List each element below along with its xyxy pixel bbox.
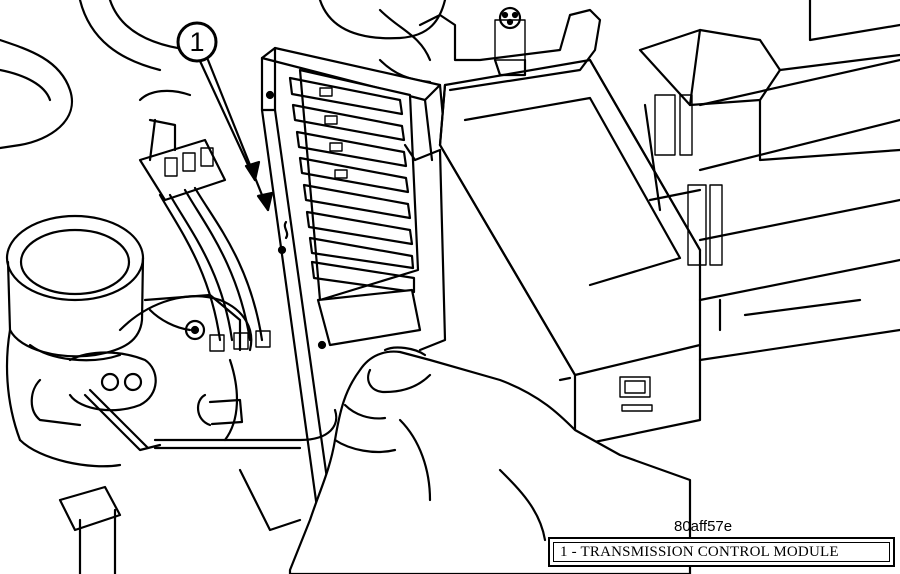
legend: 1 - TRANSMISSION CONTROL MODULE bbox=[548, 537, 895, 567]
engine-bay-background bbox=[0, 0, 447, 150]
callout-leader bbox=[176, 21, 274, 212]
wiring-connector bbox=[138, 118, 271, 352]
mounting-bracket bbox=[403, 143, 447, 352]
technician-hand bbox=[288, 346, 692, 574]
relay-bank bbox=[638, 0, 900, 362]
lower-bracket bbox=[58, 468, 302, 574]
throttle-body bbox=[5, 214, 338, 468]
figure-code: 80aff57e bbox=[674, 518, 733, 535]
callout-number: 1 bbox=[189, 27, 205, 57]
legend-item-1: 1 - TRANSMISSION CONTROL MODULE bbox=[553, 542, 890, 562]
power-distribution-center bbox=[438, 58, 702, 447]
battery-hold-down bbox=[418, 6, 602, 92]
transmission-control-module bbox=[260, 46, 447, 522]
